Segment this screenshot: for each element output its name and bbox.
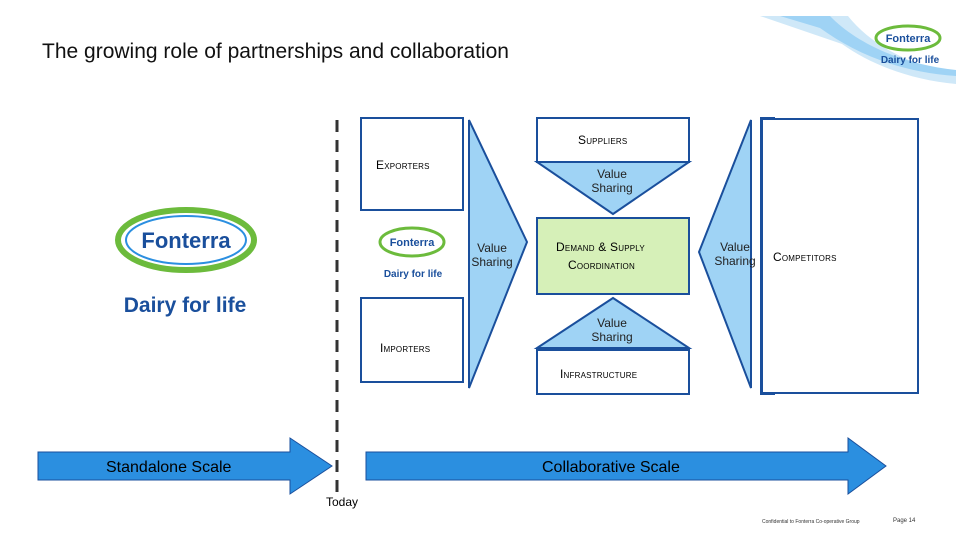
- fonterra-logo-small: Fonterra Dairy for life: [376, 222, 450, 284]
- standalone-arrow: [37, 437, 333, 495]
- footer-company: Confidential to Fonterra Co-operative Gr…: [762, 519, 860, 525]
- today-label: Today: [326, 495, 359, 509]
- importers-box: [360, 297, 464, 383]
- fonterra-small-icon: Fonterra Dairy for life: [378, 226, 446, 280]
- swoosh-icon: Fonterra Dairy for life: [760, 16, 956, 84]
- partnership-diagram: [360, 117, 775, 395]
- collaborative-arrow: [365, 437, 887, 495]
- value-sharing-right: Value Sharing: [714, 240, 756, 268]
- scale-arrows: [37, 437, 887, 495]
- value-sharing-bottom: Value Sharing: [591, 316, 633, 344]
- collaborative-scale-label: Collaborative Scale: [542, 459, 680, 476]
- svg-text:Fonterra: Fonterra: [390, 237, 436, 249]
- page-number: Page 14: [893, 518, 916, 524]
- competitors-label: Competitors: [773, 250, 837, 264]
- top-value-triangle: [533, 161, 693, 216]
- fonterra-brand-icon: Fonterra Dairy for life: [115, 207, 257, 317]
- suppliers-label: Suppliers: [578, 133, 628, 147]
- infrastructure-label: Infrastructure: [560, 367, 638, 381]
- value-sharing-left: Value Sharing: [471, 241, 513, 269]
- exporters-box: [360, 117, 464, 211]
- competitors-box: [761, 118, 919, 394]
- importers-label: Importers: [380, 341, 431, 355]
- demand-supply-box: [536, 217, 690, 295]
- fonterra-logo-top-right: Fonterra Dairy for life: [760, 14, 956, 84]
- svg-text:Dairy for life: Dairy for life: [124, 294, 247, 317]
- right-value-triangle: [697, 119, 752, 389]
- exporters-label: Exporters: [376, 158, 430, 172]
- demand-supply-label-line2: Coordination: [568, 258, 635, 272]
- demand-supply-label-line1: Demand & Supply: [556, 240, 645, 254]
- infrastructure-box: [536, 349, 690, 395]
- suppliers-box: [536, 117, 690, 163]
- standalone-scale-label: Standalone Scale: [106, 459, 232, 476]
- slide-title: The growing role of partnerships and col…: [42, 40, 509, 63]
- svg-text:Fonterra: Fonterra: [141, 228, 231, 253]
- svg-text:Fonterra: Fonterra: [886, 33, 932, 45]
- svg-text:Dairy for life: Dairy for life: [384, 269, 443, 280]
- svg-text:Dairy for life: Dairy for life: [881, 55, 940, 66]
- left-value-triangle: [468, 119, 529, 389]
- value-sharing-top: Value Sharing: [591, 167, 633, 195]
- today-dashed-line: [335, 120, 339, 496]
- fonterra-logo-large: Fonterra Dairy for life: [112, 200, 262, 325]
- bottom-value-triangle: [533, 296, 693, 349]
